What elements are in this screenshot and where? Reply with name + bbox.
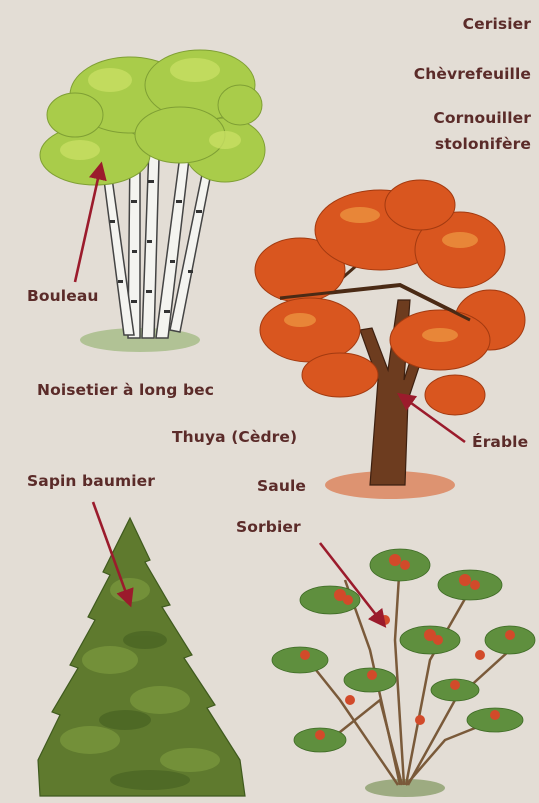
label-cerisier: Cerisier	[463, 15, 531, 33]
label-chevrefeuille: Chèvrefeuille	[414, 65, 531, 83]
label-cornouiller-line1: Cornouiller	[433, 109, 531, 127]
label-saule: Saule	[257, 477, 306, 495]
label-sorbier: Sorbier	[236, 518, 301, 536]
rowan-illustration	[272, 549, 535, 797]
birch-illustration	[40, 50, 265, 352]
label-sapin: Sapin baumier	[27, 472, 155, 490]
maple-illustration	[255, 180, 525, 499]
fir-illustration	[38, 518, 245, 796]
label-bouleau: Bouleau	[27, 287, 99, 305]
label-noisetier: Noisetier à long bec	[37, 381, 214, 399]
label-erable: Érable	[472, 433, 528, 451]
label-cornouiller-line2: stolonifère	[435, 135, 531, 153]
label-thuya: Thuya (Cèdre)	[172, 428, 297, 446]
